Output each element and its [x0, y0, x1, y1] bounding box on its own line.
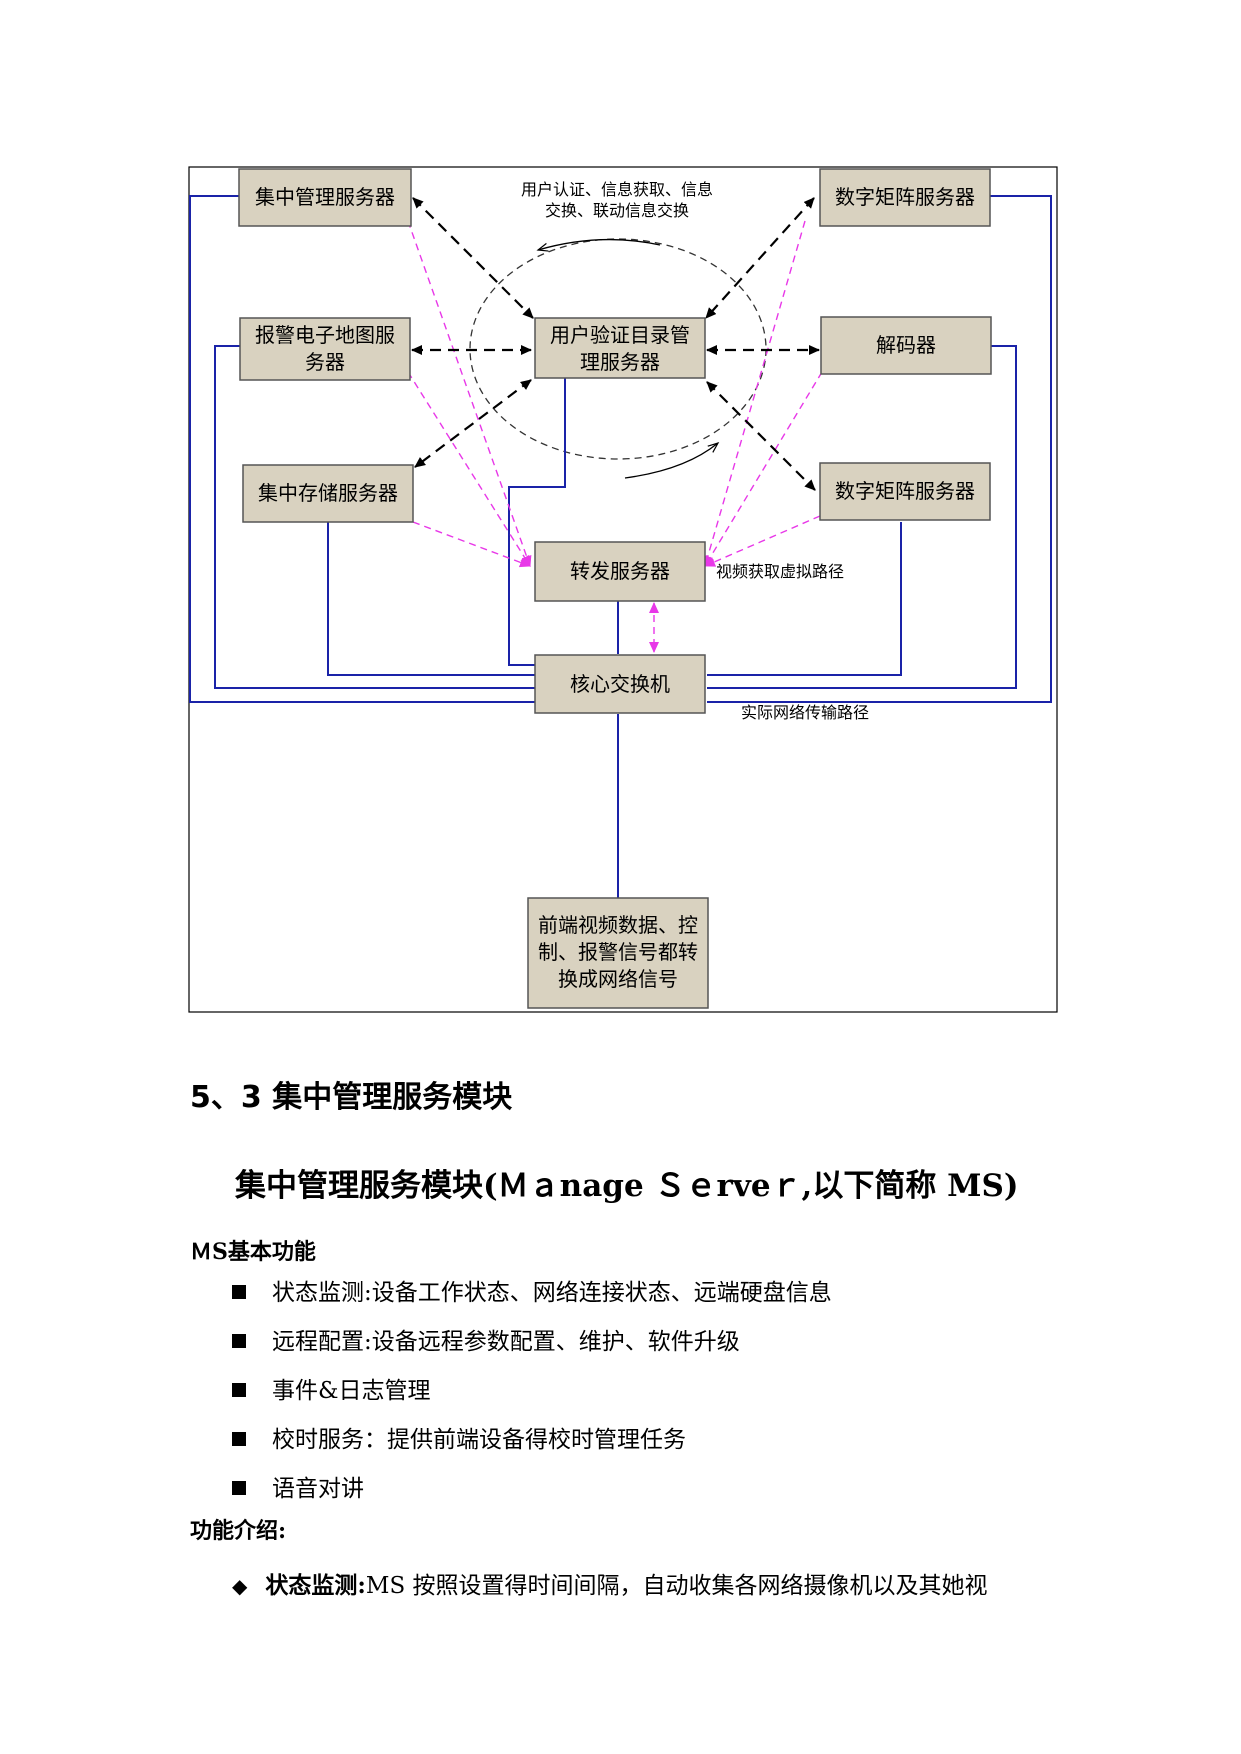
list-item: 语音对讲: [232, 1474, 832, 1523]
feature-text: 远程配置:设备远程参数配置、维护、软件升级: [272, 1329, 740, 1355]
node-label: 数字矩阵服务器: [835, 479, 975, 503]
list-item: 事件&日志管理: [232, 1376, 832, 1425]
feature-text: 校时服务：提供前端设备得校时管理任务: [272, 1427, 686, 1453]
feature-list: 状态监测:设备工作状态、网络连接状态、远端硬盘信息 远程配置:设备远程参数配置、…: [232, 1278, 832, 1523]
square-bullet-icon: [232, 1481, 246, 1495]
feature-text: 语音对讲: [272, 1476, 364, 1502]
node-storage-server: 集中存储服务器: [242, 464, 414, 523]
node-central-mgmt-server: 集中管理服务器: [238, 168, 412, 227]
control-lines: [411, 197, 820, 491]
network-lines: [189, 195, 1052, 898]
feature-text: 事件&日志管理: [272, 1378, 431, 1404]
section-heading: 5、3 集中管理服务模块: [190, 1080, 513, 1115]
section-subheading: 集中管理服务模块(Ｍａnage Ｓｅrveｒ,以下简称 MS): [235, 1168, 1019, 1204]
node-label: 核心交换机: [570, 672, 670, 696]
feature-text: 状态监测:设备工作状态、网络连接状态、远端硬盘信息: [272, 1280, 832, 1306]
intro-label: 功能介绍:: [190, 1518, 287, 1544]
list-item: 校时服务：提供前端设备得校时管理任务: [232, 1425, 832, 1474]
node-label: 务器: [305, 350, 345, 374]
node-label: 集中管理服务器: [255, 185, 395, 209]
square-bullet-icon: [232, 1334, 246, 1348]
list-item: 远程配置:设备远程参数配置、维护、软件升级: [232, 1327, 832, 1376]
info-exchange-note: 用户认证、信息获取、信息: [521, 180, 713, 199]
node-label: 用户验证目录管: [550, 323, 690, 347]
intro-paragraph: ◆ 状态监测:MS 按照设置得时间间隔，自动收集各网络摄像机以及其她视: [232, 1566, 988, 1600]
node-label: 制、报警信号都转: [538, 940, 698, 964]
node-label: 转发服务器: [570, 559, 670, 583]
node-front-end-signals: 前端视频数据、控 制、报警信号都转 换成网络信号: [527, 897, 709, 1009]
node-matrix-server-top: 数字矩阵服务器: [819, 168, 991, 227]
node-label: 解码器: [876, 333, 936, 357]
node-decoder: 解码器: [820, 316, 992, 375]
curved-arrow-top: [538, 238, 661, 250]
list-item: 状态监测:设备工作状态、网络连接状态、远端硬盘信息: [232, 1278, 832, 1327]
node-core-switch: 核心交换机: [534, 654, 706, 714]
intro-bold: 状态监测:: [265, 1572, 366, 1599]
node-matrix-server-bottom: 数字矩阵服务器: [819, 462, 991, 521]
square-bullet-icon: [232, 1432, 246, 1446]
intro-text: MS 按照设置得时间间隔，自动收集各网络摄像机以及其她视: [365, 1573, 988, 1599]
basic-functions-label: ＭS基本功能: [190, 1239, 316, 1265]
node-label: 集中存储服务器: [258, 481, 398, 505]
square-bullet-icon: [232, 1285, 246, 1299]
node-label: 换成网络信号: [558, 967, 678, 991]
network-architecture-diagram: 集中管理服务器 数字矩阵服务器 报警电子地图服 务器 用户验证目录管 理服务器 …: [188, 166, 1058, 1013]
node-alarm-map-server: 报警电子地图服 务器: [239, 317, 411, 381]
actual-path-note: 实际网络传输路径: [741, 703, 869, 722]
node-auth-directory-server: 用户验证目录管 理服务器: [534, 317, 706, 379]
virtual-path-note: 视频获取虚拟路径: [716, 562, 844, 581]
curved-arrow-bottom: [624, 443, 718, 479]
node-label: 数字矩阵服务器: [835, 185, 975, 209]
node-label: 前端视频数据、控: [538, 913, 698, 937]
node-label: 报警电子地图服: [255, 323, 395, 347]
node-forward-server: 转发服务器: [534, 541, 706, 602]
node-label: 理服务器: [580, 350, 660, 374]
square-bullet-icon: [232, 1383, 246, 1397]
info-exchange-note: 交换、联动信息交换: [545, 201, 689, 220]
diamond-bullet-icon: ◆: [232, 1574, 248, 1598]
